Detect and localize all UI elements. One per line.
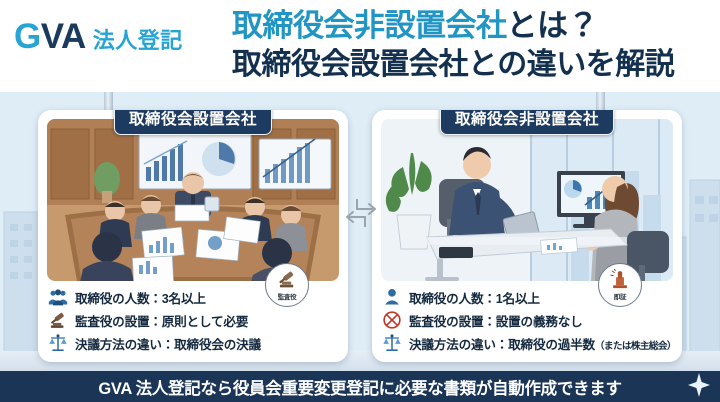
stamp-badge-label: 監査役 xyxy=(277,293,297,301)
footer-banner: GVA 法人登記なら役員会重要変更登記に必要な書類が自動作成できます xyxy=(0,371,720,402)
list-item: 監査役の設置：原則として必要 xyxy=(48,309,338,331)
list-item-label: 決議方法の違い：取締役会の決議 xyxy=(75,337,261,352)
list-item: 監査役の設置：設置の義務なし xyxy=(382,309,672,331)
logo-letters-va: VA xyxy=(40,17,87,56)
list-item: 決議方法の違い：取締役会の決議 xyxy=(48,332,338,354)
list-item-label: 監査役の設置：設置の義務なし xyxy=(409,314,583,329)
list-item-label: 監査役の設置：原則として必要 xyxy=(75,314,249,329)
compare-swap-arrows-icon xyxy=(346,199,376,227)
stamp-badge-kansayaku: 監査役 xyxy=(265,263,309,307)
page-title: 取締役会非設置会社とは？ 取締役会設置会社との違いを解説 xyxy=(232,8,714,82)
list-item-main-text: 決議方法の違い：取締役の過半数 xyxy=(409,337,595,352)
title-line-2: 取締役会設置会社との違いを解説 xyxy=(232,47,675,81)
panel-torishimariyakukai-hisetchi: 取締役会非設置会社 取締役の人数：1名以上 監査役の設置：設置の義務なし xyxy=(372,110,682,362)
stamp-badge-label: 即証 xyxy=(613,294,627,301)
list-item-label: 取締役の人数：3名以上 xyxy=(75,291,206,306)
scales-icon xyxy=(383,334,401,351)
feature-list-left: 取締役の人数：3名以上 監査役の設置：原則として必要 xyxy=(48,286,338,354)
brand-logo: GVA 法人登記 xyxy=(14,19,183,55)
group-people-icon xyxy=(48,289,68,306)
stamp-badge-sokushou: 即証 xyxy=(598,263,642,307)
scales-icon xyxy=(49,334,67,351)
panel-title-badge-right: 取締役会非設置会社 xyxy=(439,110,615,135)
list-item-label: 決議方法の違い：取締役の過半数（または株主総会） xyxy=(409,334,676,353)
sparkle-icon xyxy=(688,373,710,397)
title-line-1: 取締役会非設置会社とは？ xyxy=(232,8,714,45)
prohibition-icon xyxy=(383,311,401,329)
single-person-icon xyxy=(384,289,400,305)
two-person-office-illustration xyxy=(381,119,673,281)
list-item-label: 取締役の人数：1名以上 xyxy=(409,291,540,306)
gavel-icon xyxy=(50,312,64,328)
boardroom-meeting-illustration xyxy=(47,119,339,281)
title-question: とは？ xyxy=(506,8,599,43)
title-highlight: 取締役会非設置会社 xyxy=(232,8,507,43)
footer-text: GVA 法人登記なら役員会重要変更登記に必要な書類が自動作成できます xyxy=(98,379,622,398)
feature-list-right: 取締役の人数：1名以上 監査役の設置：設置の義務なし 決議方法の xyxy=(382,286,676,354)
stamp-icon xyxy=(610,269,627,289)
list-item: 取締役の人数：3名以上 xyxy=(48,286,338,308)
panel-torishimariyakukai-setchi: 取締役会設置会社 取締役の人数：3名以上 xyxy=(38,110,348,362)
logo-subtitle: 法人登記 xyxy=(92,28,183,53)
list-item: 決議方法の違い：取締役の過半数（または株主総会） xyxy=(382,332,676,354)
list-item-note: （または株主総会） xyxy=(594,340,677,352)
panel-title-badge-left: 取締役会設置会社 xyxy=(113,110,273,135)
gavel-icon xyxy=(279,271,294,287)
list-item: 取締役の人数：1名以上 xyxy=(382,286,672,308)
header: GVA 法人登記 取締役会非設置会社とは？ 取締役会設置会社との違いを解説 xyxy=(0,0,720,96)
logo-letter-g: G xyxy=(14,17,41,56)
